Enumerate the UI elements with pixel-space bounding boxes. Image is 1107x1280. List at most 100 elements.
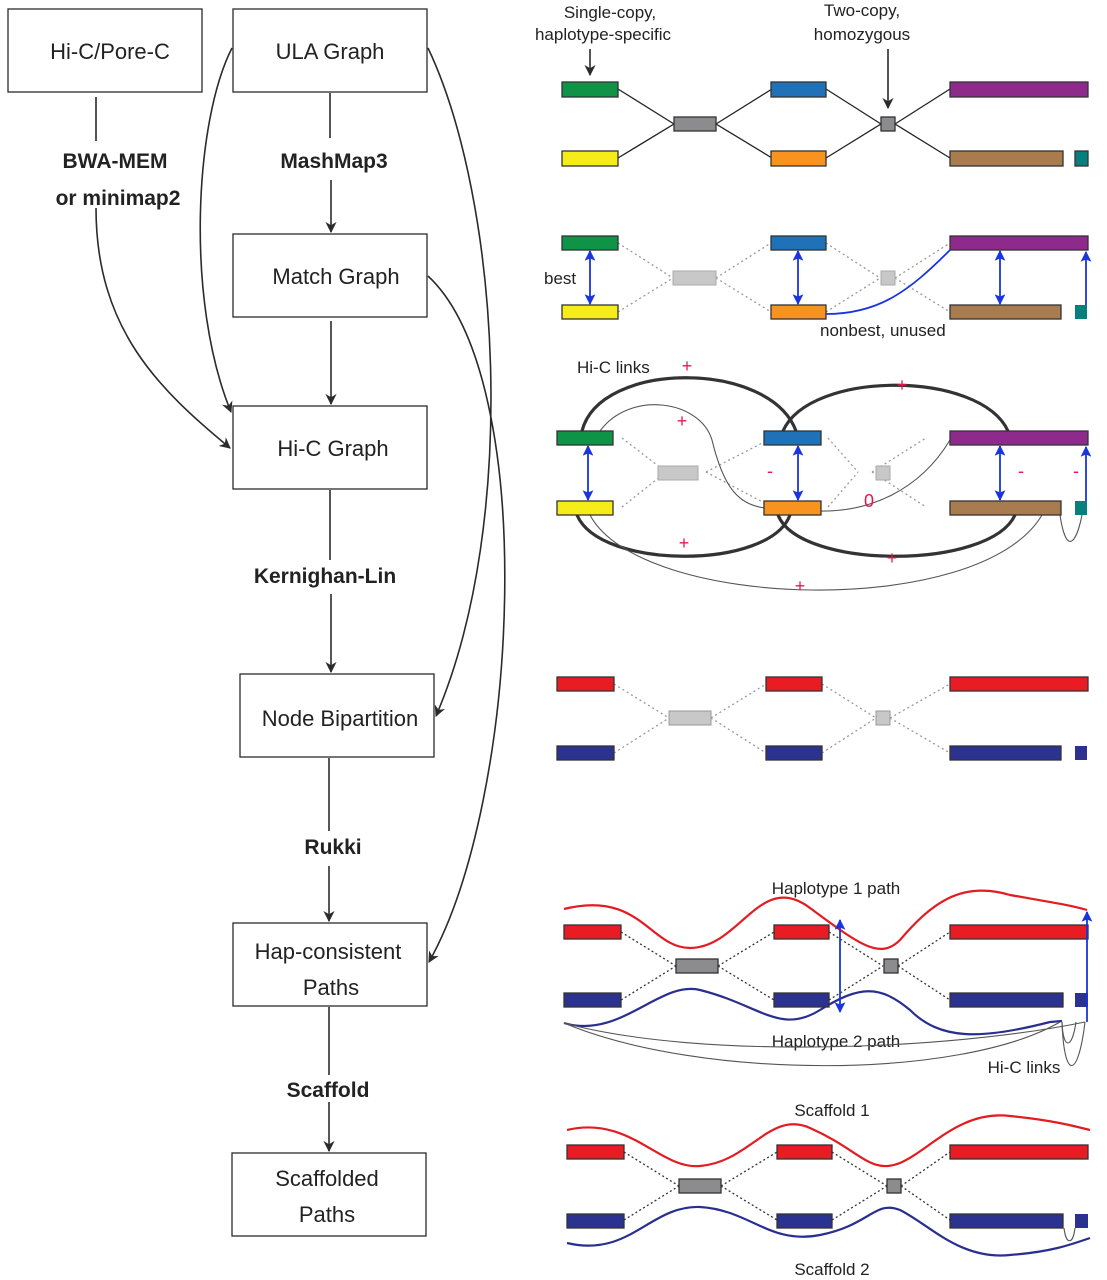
node-brown (949, 304, 1062, 320)
node-gray-small (880, 116, 896, 132)
label-hic-links-2: Hi-C links (988, 1058, 1061, 1077)
arrow-ula-to-hic-graph (199, 47, 233, 414)
hic-arc-yellow-brown (589, 514, 1043, 591)
scaffold-1-path (566, 1114, 1091, 1168)
label-scaffold-2: Scaffold 2 (794, 1260, 869, 1279)
node-gray-small (880, 270, 896, 286)
panel-scaffolds: Scaffold 1 Scaffold 2 (566, 1101, 1091, 1279)
node-navy-small (1075, 746, 1087, 760)
node-orange (770, 150, 827, 167)
node-red (556, 676, 615, 692)
scaffold-dotted-edges (623, 1151, 951, 1221)
haplotype-2-path (563, 987, 1063, 1036)
label-hap1-path: Haplotype 1 path (772, 879, 901, 898)
arrow-aligner-to-hic-graph (95, 207, 231, 449)
hap-hic-link-1 (563, 1021, 1086, 1048)
node-brown (949, 150, 1064, 167)
node-red (563, 924, 622, 940)
node-brown (949, 500, 1062, 516)
node-purple (949, 430, 1089, 446)
label-single-copy-2: haplotype-specific (535, 25, 672, 44)
arrow-match-to-hap-paths (427, 275, 506, 963)
node-orange (763, 500, 822, 516)
graph-edges (617, 88, 951, 159)
sign-plus-bottom-long: + (795, 576, 806, 596)
node-blue (763, 430, 822, 446)
node-green (556, 430, 614, 446)
label-scaffold-1: Scaffold 1 (794, 1101, 869, 1120)
box-hic-graph-label: Hi-C Graph (277, 436, 388, 461)
node-red (776, 1144, 833, 1160)
paths-dotted-edges (620, 931, 951, 1001)
node-navy (949, 745, 1062, 761)
sign-plus-bottom-left: + (679, 533, 690, 553)
bipartition-dotted-edges (613, 683, 951, 754)
node-green (561, 235, 619, 251)
box-ula-graph (232, 8, 428, 93)
node-purple (949, 235, 1089, 251)
box-match-graph (232, 233, 428, 318)
node-red (949, 676, 1089, 692)
node-orange (770, 304, 827, 320)
match-dotted-edges (617, 242, 951, 313)
node-navy (563, 992, 622, 1008)
sign-minus-far: - (1073, 461, 1079, 481)
box-node-bipartition (239, 673, 435, 758)
node-teal (1074, 150, 1089, 167)
label-two-copy-1: Two-copy, (824, 1, 900, 20)
box-hap-consistent-paths (232, 922, 428, 1007)
node-navy-small (1075, 993, 1088, 1007)
panel-haplotype-paths: Haplotype 1 path Haplotype 2 path Hi-C l… (563, 879, 1093, 1077)
node-gray-bubble (657, 465, 699, 481)
hic-arc-orange-purple (819, 439, 951, 512)
node-gray-small (875, 465, 891, 481)
sign-zero: 0 (864, 491, 874, 511)
box-ula-graph-label: ULA Graph (276, 39, 385, 64)
step-scaffold-label: Scaffold (287, 1079, 370, 1102)
box-scaffolded-paths (231, 1152, 427, 1237)
node-navy (949, 992, 1064, 1008)
step-aligner-label-2: or minimap2 (56, 187, 181, 210)
panel-ula-graph: Single-copy, haplotype-specific Two-copy… (535, 1, 1089, 167)
node-red (949, 924, 1089, 940)
sign-plus-cross: + (677, 411, 688, 431)
node-blue (770, 81, 827, 98)
arrow-ula-to-bipartition (427, 47, 492, 718)
node-gray-bubble (675, 958, 719, 974)
node-red (773, 924, 830, 940)
hic-arc-yellow-orange (575, 514, 792, 558)
node-teal (1075, 305, 1087, 319)
node-yellow (561, 304, 619, 320)
sign-plus-top-right: + (897, 375, 908, 395)
box-hap-paths-label-2: Paths (303, 975, 359, 1000)
sign-minus-right: - (1018, 461, 1024, 481)
node-navy (566, 1213, 625, 1229)
step-mashmap-label: MashMap3 (280, 150, 387, 173)
box-node-bipartition-label: Node Bipartition (262, 706, 419, 731)
node-red (765, 676, 823, 692)
step-kernighan-lin-label: Kernighan-Lin (254, 565, 396, 588)
node-yellow (556, 500, 614, 516)
flowchart: Hi-C/Pore-C ULA Graph Match Graph Hi-C G… (7, 8, 506, 1237)
label-hic-links: Hi-C links (577, 358, 650, 377)
sign-plus-bottom-right: + (887, 548, 898, 568)
hic-arc-green-orange (599, 404, 766, 509)
panel-node-bipartition (556, 676, 1089, 761)
node-teal (1075, 501, 1087, 515)
node-green (561, 81, 619, 98)
box-scaffolded-label-2: Paths (299, 1202, 355, 1227)
label-best: best (544, 269, 576, 288)
node-navy (949, 1213, 1064, 1229)
node-gray-bubble (673, 116, 717, 132)
node-yellow (561, 150, 619, 167)
node-navy (556, 745, 615, 761)
node-purple (949, 81, 1089, 98)
hap-hic-link-2 (563, 1021, 1061, 1067)
haplotype-1-path (563, 889, 1088, 950)
box-hic-porec (7, 8, 203, 93)
hic-arc-orange-brown (776, 514, 1017, 558)
node-gray-small (886, 1178, 902, 1194)
panel-hic-graph: Hi-C links + + + - 0 - - + + + (556, 356, 1092, 596)
node-blue (770, 235, 827, 251)
